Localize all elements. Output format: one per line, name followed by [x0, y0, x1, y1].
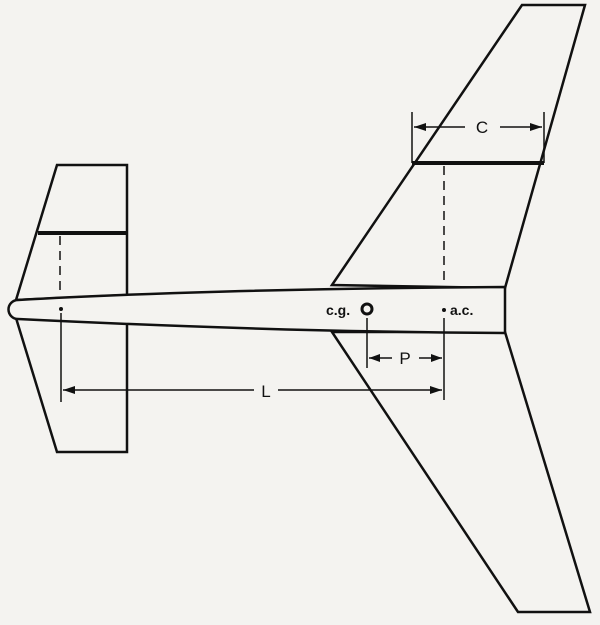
cg-label: c.g. — [326, 302, 350, 318]
chord-arrow-left — [414, 123, 426, 131]
ac-dot — [442, 308, 446, 312]
l-arrow-left — [63, 386, 75, 394]
p-arrow-left — [369, 354, 380, 362]
cg-marker-icon — [360, 302, 374, 316]
tail-ac-dot — [59, 307, 63, 311]
fuselage — [7, 285, 507, 335]
p-arrow-right — [431, 354, 442, 362]
ac-label: a.c. — [450, 302, 473, 318]
chord-label: C — [476, 118, 488, 137]
upper-wing — [329, 3, 587, 290]
lower-tail-fin — [14, 316, 129, 454]
l-arrow-right — [430, 386, 442, 394]
chord-arrow-right — [530, 123, 542, 131]
l-label: L — [261, 382, 270, 401]
lower-wing — [329, 330, 592, 614]
p-label: P — [399, 349, 410, 368]
